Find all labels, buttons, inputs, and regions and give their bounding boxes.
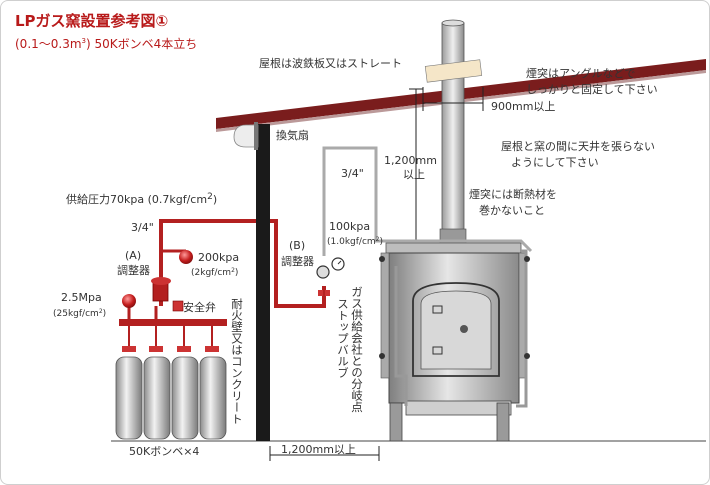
label-cylinders: 50Kボンベ×4 bbox=[129, 445, 199, 458]
fan-icon bbox=[233, 122, 259, 150]
label-25mpa: 2.5Mpa bbox=[61, 291, 102, 304]
p25-sub: (25kgf/cm bbox=[53, 309, 99, 319]
p200-end: ) bbox=[235, 268, 239, 278]
gas-cylinders bbox=[115, 356, 227, 440]
label-chimney-secure-1: 煙突はアングルなどで bbox=[526, 66, 635, 80]
cylinder-4 bbox=[199, 356, 227, 440]
label-insulation-1: 煙突には断熱材を bbox=[469, 187, 557, 201]
regulator-a-icon bbox=[151, 277, 171, 302]
label-reg-b-name: 調整器 bbox=[281, 254, 314, 268]
supply-pressure-end: ) bbox=[213, 193, 217, 206]
cylinder-valves bbox=[122, 346, 219, 352]
subtitle-suffix: ) 50Kボンベ4本立ち bbox=[86, 37, 198, 51]
label-25mpa-sub: (25kgf/cm2) bbox=[53, 308, 106, 319]
cylinder-1 bbox=[115, 356, 143, 440]
label-reg-b-letter: (B) bbox=[289, 239, 305, 252]
gas-pipe-gray bbox=[322, 146, 533, 256]
label-100kpa: 100kpa bbox=[329, 220, 370, 233]
label-safety-valve: 安全弁 bbox=[183, 300, 216, 314]
chimney bbox=[424, 19, 483, 249]
cylinder-3 bbox=[171, 356, 199, 440]
pigtails bbox=[128, 326, 213, 346]
label-100kpa-sub: (1.0kgf/cm2) bbox=[327, 236, 383, 247]
safety-valve-icon bbox=[172, 300, 184, 312]
label-dist-1200-bottom: 以上 bbox=[403, 168, 425, 181]
fire-wall bbox=[256, 124, 270, 441]
label-gas-branch-2: ストップバルブ bbox=[336, 298, 350, 379]
label-ceiling-1: 屋根と窯の間に天井を張らない bbox=[501, 139, 655, 153]
p100-end: ) bbox=[380, 237, 384, 247]
label-dist-900: 900mm以上 bbox=[491, 100, 555, 113]
label-insulation-2: 巻かないこと bbox=[479, 204, 545, 217]
p100-sub: (1.0kgf/cm bbox=[327, 237, 376, 247]
label-pipe-34-left: 3/4" bbox=[131, 221, 154, 234]
label-ceiling-2: ようにして下さい bbox=[511, 156, 599, 169]
label-fire-wall: 耐火壁又はコンクリート bbox=[230, 298, 244, 425]
diagram-subtitle: (0.1〜0.3m3) 50Kボンベ4本立ち bbox=[15, 35, 197, 52]
manifold bbox=[119, 250, 227, 326]
p200-sub: (2kgf/cm bbox=[191, 268, 231, 278]
label-gas-branch-1: ガス供給会社との分岐点 bbox=[350, 286, 364, 413]
stop-valve-icon bbox=[318, 286, 330, 306]
label-reg-a-name: 調整器 bbox=[117, 263, 150, 277]
p100-sup: 2 bbox=[376, 236, 380, 243]
p25-sup: 2 bbox=[99, 308, 103, 315]
supply-pressure-sup: 2 bbox=[207, 192, 213, 202]
label-dist-1200-wall: 1,200mm以上 bbox=[281, 443, 356, 456]
label-chimney-secure-2: しっかりと固定して下さい bbox=[526, 82, 658, 96]
label-reg-a-letter: (A) bbox=[125, 249, 141, 262]
label-supply-pressure: 供給圧力70kpa (0.7kgf/cm2) bbox=[66, 192, 217, 206]
kiln bbox=[379, 242, 530, 442]
p25-end: ) bbox=[103, 309, 107, 319]
label-200kpa-sub: (2kgf/cm2) bbox=[191, 267, 238, 278]
label-fan: 換気扇 bbox=[276, 128, 309, 142]
subtitle-prefix: (0.1〜0.3m bbox=[15, 37, 82, 51]
label-pipe-34-upper: 3/4" bbox=[341, 167, 364, 180]
label-roof: 屋根は波鉄板又はストレート bbox=[259, 56, 402, 70]
subtitle-sup: 3 bbox=[81, 37, 87, 45]
diagram-title: LPガス窯設置参考図① bbox=[15, 12, 169, 30]
label-200kpa: 200kpa bbox=[198, 251, 239, 264]
gauge-200kpa-icon bbox=[179, 250, 193, 264]
gauge-25mpa-icon bbox=[122, 294, 136, 308]
regulator-b-icon bbox=[316, 257, 345, 279]
supply-pressure-main: 供給圧力70kpa (0.7kgf/cm bbox=[66, 192, 207, 206]
cylinder-2 bbox=[143, 356, 171, 440]
p200-sup: 2 bbox=[231, 267, 235, 274]
label-dist-1200-top: 1,200mm bbox=[384, 154, 437, 167]
